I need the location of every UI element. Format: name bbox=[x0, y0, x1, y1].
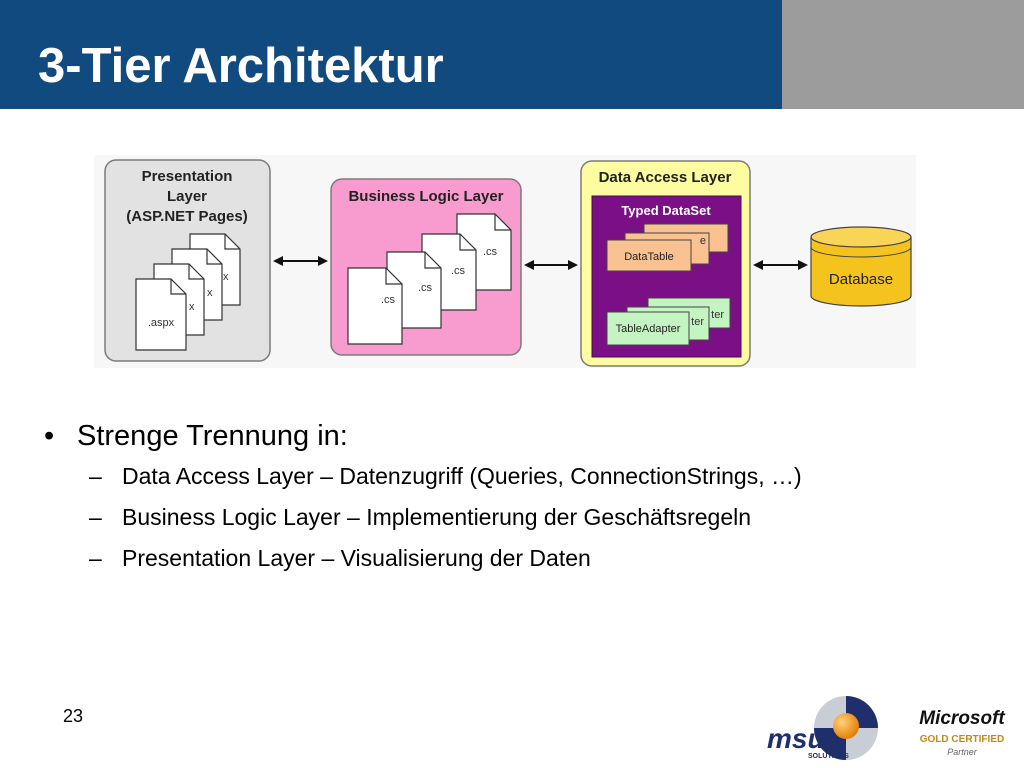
presentation-layer: Presentation Layer (ASP.NET Pages) x x x… bbox=[104, 159, 271, 362]
datatable-box-1 bbox=[606, 239, 692, 272]
cs-file-2-label: .cs bbox=[418, 282, 433, 294]
bullet-main-text: Strenge Trennung in: bbox=[77, 420, 348, 452]
bullet-dot-icon: • bbox=[44, 420, 55, 452]
database-label: Database bbox=[829, 271, 893, 288]
dash-icon: – bbox=[89, 463, 102, 489]
tableadapter-box-1-label: TableAdapter bbox=[616, 323, 681, 335]
presentation-layer-title-2: Layer bbox=[167, 188, 207, 205]
dash-icon: – bbox=[89, 504, 102, 530]
header-bar bbox=[0, 0, 782, 109]
cs-file-1: .cs bbox=[347, 267, 403, 345]
msu-solutions-logo: msu SOLUTIONS bbox=[767, 696, 878, 760]
page-number: 23 bbox=[63, 706, 84, 726]
cs-file-1-label: .cs bbox=[381, 294, 396, 306]
dash-icon: – bbox=[89, 545, 102, 571]
aspx-file-2-label: x bbox=[189, 301, 195, 313]
microsoft-gold-certified-logo: Microsoft GOLD CERTIFIED Partner bbox=[919, 708, 1005, 757]
bullet-sub-2-text: Business Logic Layer – Implementierung d… bbox=[122, 504, 752, 530]
business-logic-layer: Business Logic Layer .cs .cs .cs .cs bbox=[330, 178, 522, 356]
aspx-file-4-label: x bbox=[223, 271, 229, 283]
bullet-sub-1-text: Data Access Layer – Datenzugriff (Querie… bbox=[122, 463, 802, 489]
partner-text: Partner bbox=[947, 747, 978, 757]
header-accent-bar bbox=[782, 0, 1024, 109]
bullet-sub-2: – Business Logic Layer – Implementierung… bbox=[44, 503, 1004, 531]
msu-logo-subtext: SOLUTIONS bbox=[808, 753, 849, 760]
datatable-box-1-label: DataTable bbox=[624, 251, 674, 263]
bullet-main: • Strenge Trennung in: bbox=[44, 418, 1004, 454]
typed-dataset-title: Typed DataSet bbox=[621, 203, 711, 218]
gold-certified-text: GOLD CERTIFIED bbox=[920, 734, 1004, 745]
microsoft-logo-text: Microsoft bbox=[919, 708, 1005, 729]
msu-orange-orb-icon bbox=[833, 713, 859, 739]
bullet-sub-1: – Data Access Layer – Datenzugriff (Quer… bbox=[44, 462, 1004, 490]
slide-title: 3-Tier Architektur bbox=[38, 39, 444, 93]
datatable-box-2-label: e bbox=[700, 235, 706, 247]
presentation-layer-title-1: Presentation bbox=[142, 168, 233, 185]
tableadapter-box-1 bbox=[606, 311, 690, 346]
data-access-layer: Data Access Layer Typed DataSet e DataTa… bbox=[580, 160, 751, 367]
aspx-file-1-label: .aspx bbox=[148, 317, 175, 329]
tableadapter-box-2-label: ter bbox=[691, 316, 704, 328]
business-logic-layer-title: Business Logic Layer bbox=[348, 188, 503, 205]
cs-file-3-label: .cs bbox=[451, 265, 466, 277]
cs-file-4-label: .cs bbox=[483, 246, 498, 258]
aspx-file-1: .aspx bbox=[135, 278, 187, 351]
database-cylinder: Database bbox=[810, 226, 912, 307]
bullet-list: • Strenge Trennung in: – Data Access Lay… bbox=[44, 418, 1004, 585]
aspx-file-3-label: x bbox=[207, 287, 213, 299]
bullet-sub-3: – Presentation Layer – Visualisierung de… bbox=[44, 544, 1004, 572]
presentation-layer-title-3: (ASP.NET Pages) bbox=[126, 208, 247, 225]
tableadapter-box-3-label: ter bbox=[711, 309, 724, 321]
msu-logo-text: msu bbox=[767, 723, 825, 754]
bullet-sub-3-text: Presentation Layer – Visualisierung der … bbox=[122, 545, 591, 571]
data-access-layer-title: Data Access Layer bbox=[599, 169, 732, 186]
